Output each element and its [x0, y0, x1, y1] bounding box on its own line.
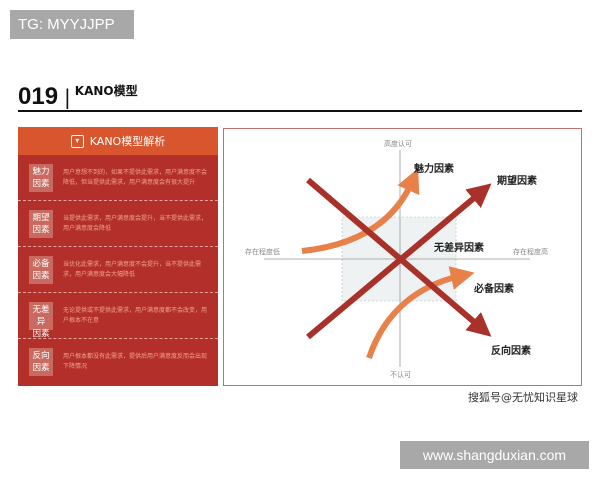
factor-row: 反向因素用户根本都没有此需求，提供后用户满意度反而会出现下降情况	[18, 339, 218, 385]
performance-arrow	[306, 183, 492, 340]
label-attractive: 魅力因素	[414, 164, 454, 175]
factor-description: 当提供此需求，用户满意度会提升，当不提供此需求，用户满意度会降低	[63, 214, 208, 232]
title-separator: |	[64, 85, 71, 109]
section-number: 019	[18, 83, 59, 110]
factor-tag: 必备因素	[29, 255, 53, 284]
factor-row: 无差异因素无论提供或不提供此需求，用户满意度都不会改变，用户根本不在意	[18, 293, 218, 339]
axis-label-right: 存在程度高	[513, 248, 548, 256]
section-title: 019 | KANO模型	[18, 82, 138, 111]
axis-label-bottom: 不认可	[390, 371, 411, 379]
axis-label-top: 高度认可	[384, 140, 412, 148]
factor-row: 必备因素当优化此需求，用户满意度不会提升，当不提供此需求，用户满意度会大幅降低	[18, 247, 218, 293]
attractive-curve	[301, 168, 420, 254]
site-badge: www.shangduxian.com	[400, 441, 589, 469]
kano-explanation-panel: ▾ KANO模型解析 魅力因素用户意想不到的，如果不提供此需求，用户满意度不会降…	[18, 127, 218, 386]
factor-row: 期望因素当提供此需求，用户满意度会提升，当不提供此需求，用户满意度会降低	[18, 201, 218, 247]
factor-row: 魅力因素用户意想不到的，如果不提供此需求，用户满意度不会降低，但当提供此需求，用…	[18, 155, 218, 201]
label-performance: 期望因素	[497, 176, 537, 187]
reverse-arrow	[306, 177, 492, 337]
factor-description: 用户根本都没有此需求，提供后用户满意度反而会出现下降情况	[63, 353, 208, 370]
page-title: KANO模型	[74, 84, 138, 98]
tg-badge: TG: MYYJJPP	[10, 10, 134, 39]
label-indifferent: 无差异因素	[434, 243, 484, 254]
factor-tag: 期望因素	[29, 209, 53, 238]
label-must-be: 必备因素	[474, 284, 514, 295]
kano-diagram	[223, 128, 582, 386]
factor-tag: 反向因素	[29, 348, 53, 376]
document-icon: ▾	[70, 134, 84, 148]
axis-label-left: 存在程度低	[245, 248, 280, 256]
label-reverse: 反向因素	[491, 346, 531, 357]
panel-title: KANO模型解析	[89, 135, 166, 148]
factor-tag: 无差异因素	[29, 301, 53, 339]
panel-header: ▾ KANO模型解析	[18, 127, 218, 155]
must-be-curve	[366, 266, 475, 359]
factor-tag: 魅力因素	[29, 163, 53, 192]
factor-description: 无论提供或不提供此需求，用户满意度都不会改变，用户根本不在意	[63, 306, 208, 324]
factor-description: 当优化此需求，用户满意度不会提升，当不提供此需求，用户满意度会大幅降低	[63, 260, 202, 278]
factor-description: 用户意想不到的，如果不提供此需求，用户满意度不会降低，但当提供此需求，用户满意度…	[63, 168, 208, 186]
title-divider	[18, 110, 582, 112]
watermark: 搜狐号@无忧知识星球	[468, 391, 578, 404]
